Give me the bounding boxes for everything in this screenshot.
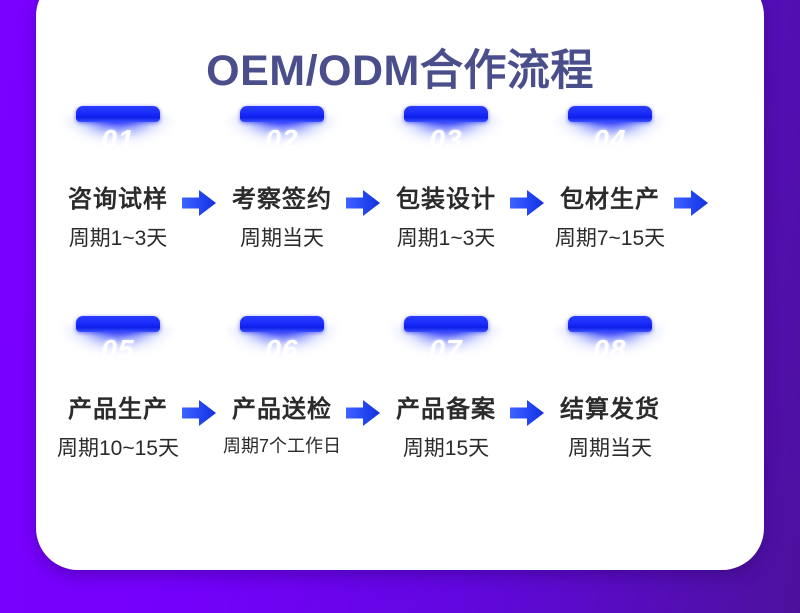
badge-glow [60, 116, 176, 168]
arrow-right-icon [346, 398, 380, 428]
step-name: 产品送检 [232, 396, 332, 423]
step-name: 结算发货 [560, 396, 660, 423]
step-number: 05 [101, 334, 135, 365]
badge-bar [404, 106, 488, 122]
flow-step-07: 07 产品备案周期15天 [364, 312, 544, 462]
step-period: 周期1~3天 [68, 227, 168, 250]
badge-bar [76, 106, 160, 122]
step-number: 06 [265, 334, 299, 365]
step-name: 产品备案 [396, 396, 496, 423]
badge-glow [552, 326, 668, 378]
arrow-right-icon [510, 398, 544, 428]
arrow-right-icon [182, 398, 216, 428]
flow-step-08: 08 结算发货周期当天 [528, 312, 692, 462]
badge-bar [568, 106, 652, 122]
badge-glow [552, 116, 668, 168]
step-period: 周期15天 [402, 437, 490, 460]
step-period: 周期当天 [568, 437, 652, 460]
step-badge: 04 [546, 102, 674, 168]
step-period: 周期10~15天 [57, 437, 179, 460]
arrow-right-icon [346, 188, 380, 218]
step-badge: 02 [218, 102, 346, 168]
step-number: 07 [429, 334, 463, 365]
page-title: OEM/ODM合作流程 [206, 47, 594, 95]
step-period: 周期1~3天 [396, 227, 496, 250]
step-badge: 08 [546, 312, 674, 378]
arrow-right-icon [510, 188, 544, 218]
step-period: 周期7个工作日 [222, 436, 341, 456]
flow-row-1: 01 咨询试样周期1~3天 02 考察签约周期当天 03 包装设计周期1~3天 04 包材生产… [36, 102, 764, 262]
step-badge: 05 [54, 312, 182, 378]
step-period: 周期7~15天 [554, 227, 666, 250]
step-number: 02 [265, 124, 299, 155]
badge-bar [76, 316, 160, 332]
step-badge: 03 [382, 102, 510, 168]
badge-bar [240, 316, 324, 332]
badge-bar [240, 106, 324, 122]
flow-step-05: 05 产品生产周期10~15天 [36, 312, 216, 462]
step-period: 周期当天 [240, 227, 324, 250]
step-badge: 06 [218, 312, 346, 378]
step-number: 08 [593, 334, 627, 365]
badge-glow [388, 326, 504, 378]
step-number: 04 [593, 124, 627, 155]
badge-bar [404, 316, 488, 332]
flow-row-2: 05 产品生产周期10~15天 06 产品送检周期7个工作日 07 产品备案周期15天 08… [36, 312, 764, 472]
flow-step-06: 06 产品送检周期7个工作日 [200, 312, 380, 458]
step-number: 01 [101, 124, 135, 155]
badge-glow [224, 326, 340, 378]
step-name: 考察签约 [232, 186, 332, 213]
badge-glow [388, 116, 504, 168]
step-badge: 01 [54, 102, 182, 168]
badge-glow [224, 116, 340, 168]
step-number: 03 [429, 124, 463, 155]
flow-step-04: 04 包材生产周期7~15天 [528, 102, 708, 252]
step-name: 产品生产 [68, 396, 168, 423]
step-name: 包材生产 [560, 186, 660, 213]
arrow-right-icon [674, 188, 708, 218]
step-badge: 07 [382, 312, 510, 378]
flow-step-02: 02 考察签约周期当天 [200, 102, 380, 252]
arrow-right-icon [182, 188, 216, 218]
badge-bar [568, 316, 652, 332]
step-name: 包装设计 [396, 186, 496, 213]
step-name: 咨询试样 [68, 186, 168, 213]
flow-step-03: 03 包装设计周期1~3天 [364, 102, 544, 252]
badge-glow [60, 326, 176, 378]
flow-card: OEM/ODM合作流程 01 咨询试样周期1~3天 02 考察签约周期当天 03 包装设计… [36, 0, 764, 570]
flow-step-01: 01 咨询试样周期1~3天 [36, 102, 216, 252]
